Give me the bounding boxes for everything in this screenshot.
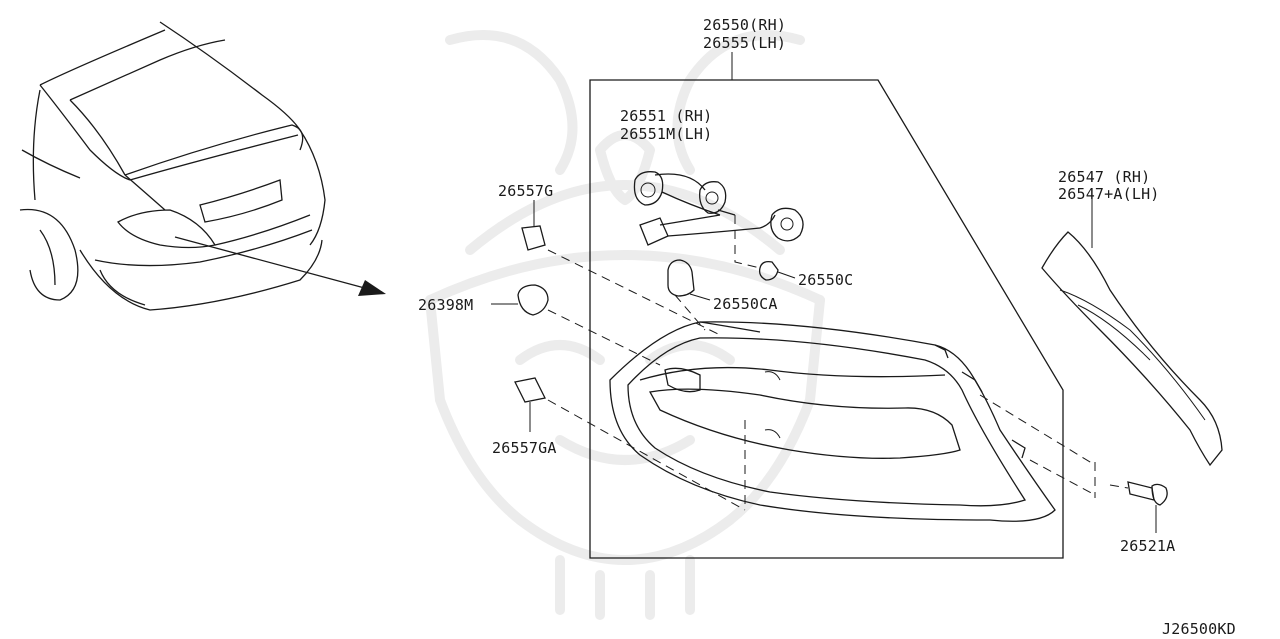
clip-26398m-illustration	[491, 284, 549, 316]
label-26550c: 26550C	[798, 271, 853, 289]
assembly-dashed-lines	[547, 215, 1129, 511]
label-26550-rh: 26550(RH)	[703, 16, 786, 34]
bulb-26550ca-illustration	[667, 259, 711, 301]
part-labels: 26550(RH) 26555(LH) 26551 (RH) 26551M(LH…	[418, 16, 1236, 638]
label-26555-lh: 26555(LH)	[703, 34, 786, 52]
bolt-26521a-illustration	[1127, 481, 1168, 533]
finisher-illustration	[1041, 196, 1223, 467]
assembly-boundary	[589, 79, 1064, 559]
label-26557g: 26557G	[498, 182, 553, 200]
bulb-26550c-illustration	[758, 260, 796, 281]
diagram-code: J26500KD	[1162, 620, 1236, 638]
clip-26557g-illustration	[521, 200, 546, 251]
label-26557ga: 26557GA	[492, 439, 557, 457]
socket-harness-illustration	[633, 171, 804, 246]
clip-26557ga-illustration	[514, 377, 546, 432]
label-26551-rh: 26551 (RH)	[620, 107, 712, 125]
label-26547-rh: 26547 (RH)	[1058, 168, 1150, 186]
pointer-arrow	[174, 236, 386, 296]
tail-lamp-lens-illustration	[609, 321, 1056, 522]
label-26521a: 26521A	[1120, 537, 1175, 555]
car-rear-illustration	[19, 21, 326, 311]
watermark-emblem	[425, 30, 825, 620]
label-26547a-lh: 26547+A(LH)	[1058, 185, 1160, 203]
label-26550ca: 26550CA	[713, 295, 778, 313]
label-26551m-lh: 26551M(LH)	[620, 125, 712, 143]
label-26398m: 26398M	[418, 296, 473, 314]
